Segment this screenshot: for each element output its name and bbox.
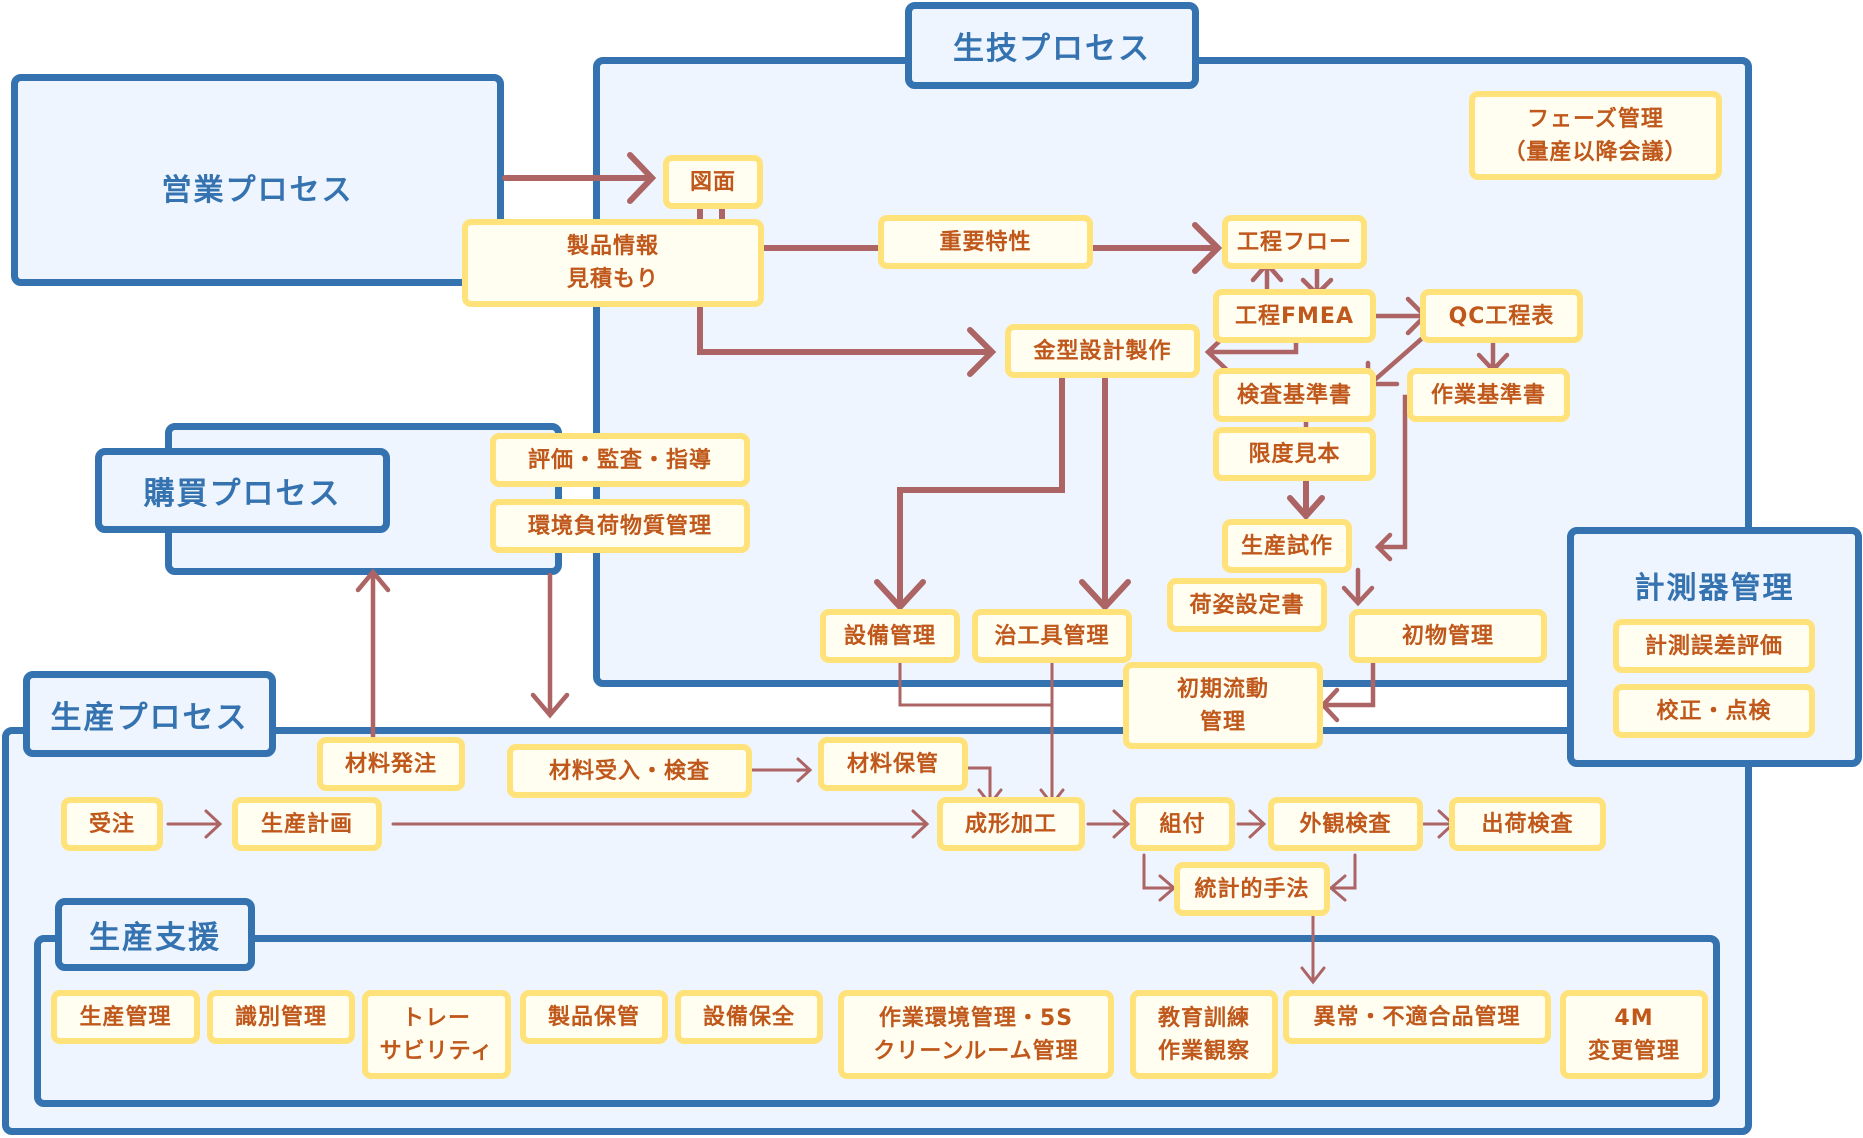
node-trial-production[interactable]: 生産試作 (1222, 519, 1352, 573)
node-nonconforming-mgmt[interactable]: 異常・不適合品管理 (1283, 990, 1551, 1044)
node-work-env-mgmt[interactable]: 作業環境管理・5S クリーンルーム管理 (838, 990, 1114, 1079)
node-drawing[interactable]: 図面 (663, 155, 763, 209)
node-qc-chart[interactable]: QC工程表 (1420, 289, 1583, 343)
node-process-fmea[interactable]: 工程FMEA (1213, 289, 1376, 343)
node-product-info[interactable]: 製品情報 見積もり (462, 219, 764, 307)
node-product-storage[interactable]: 製品保管 (520, 990, 668, 1044)
node-first-article[interactable]: 初物管理 (1349, 609, 1547, 663)
node-production-mgmt[interactable]: 生産管理 (51, 990, 200, 1044)
node-identification-mgmt[interactable]: 識別管理 (207, 990, 355, 1044)
node-production-plan[interactable]: 生産計画 (232, 797, 382, 851)
node-evaluation-audit[interactable]: 評価・監査・指導 (490, 433, 750, 487)
node-packing-spec[interactable]: 荷姿設定書 (1167, 578, 1327, 632)
node-initial-flow-mgmt[interactable]: 初期流動 管理 (1123, 662, 1323, 749)
node-jig-tool-mgmt[interactable]: 治工具管理 (972, 609, 1132, 663)
node-traceability[interactable]: トレー サビリティ (362, 990, 511, 1079)
production-process-label: 生産プロセス (23, 671, 276, 757)
engineering-process-label: 生技プロセス (905, 2, 1199, 89)
sales-process-label: 営業プロセス (161, 173, 354, 208)
node-material-receiving[interactable]: 材料受入・検査 (507, 744, 752, 798)
node-material-order[interactable]: 材料発注 (317, 737, 465, 791)
node-assembly[interactable]: 組付 (1130, 797, 1235, 851)
node-measurement-error-eval[interactable]: 計測誤差評価 (1613, 619, 1815, 673)
node-env-substance-mgmt[interactable]: 環境負荷物質管理 (490, 499, 750, 553)
node-education-training[interactable]: 教育訓練 作業観察 (1130, 990, 1278, 1079)
node-4m-change[interactable]: 4M 変更管理 (1560, 990, 1708, 1079)
node-process-flow[interactable]: 工程フロー (1222, 215, 1367, 269)
node-order-receipt[interactable]: 受注 (61, 797, 163, 851)
node-statistical-methods[interactable]: 統計的手法 (1174, 862, 1330, 916)
sales-process-region (11, 74, 504, 286)
node-shipping-inspection[interactable]: 出荷検査 (1449, 797, 1606, 851)
node-equipment-mgmt[interactable]: 設備管理 (820, 609, 960, 663)
node-inspection-standard[interactable]: 検査基準書 (1213, 368, 1376, 422)
node-molding[interactable]: 成形加工 (937, 797, 1085, 851)
node-mold-design[interactable]: 金型設計製作 (1005, 324, 1200, 378)
node-key-characteristics[interactable]: 重要特性 (878, 215, 1093, 269)
node-limit-sample[interactable]: 限度見本 (1213, 427, 1376, 481)
arrow-env-to-material-receiving (530, 572, 570, 719)
measuring-instrument-label: 計測器管理 (1634, 571, 1795, 606)
node-work-standard[interactable]: 作業基準書 (1407, 368, 1570, 422)
node-phase-mgmt[interactable]: フェーズ管理 （量産以降会議） (1469, 91, 1722, 180)
arrow-purchasing-to-material-order (355, 568, 391, 743)
purchasing-process-label: 購買プロセス (95, 448, 390, 533)
production-support-label: 生産支援 (55, 898, 255, 971)
node-calibration-check[interactable]: 校正・点検 (1613, 684, 1815, 738)
node-visual-inspection[interactable]: 外観検査 (1268, 797, 1423, 851)
node-equipment-maintenance[interactable]: 設備保全 (675, 990, 823, 1044)
node-material-storage[interactable]: 材料保管 (818, 737, 968, 791)
